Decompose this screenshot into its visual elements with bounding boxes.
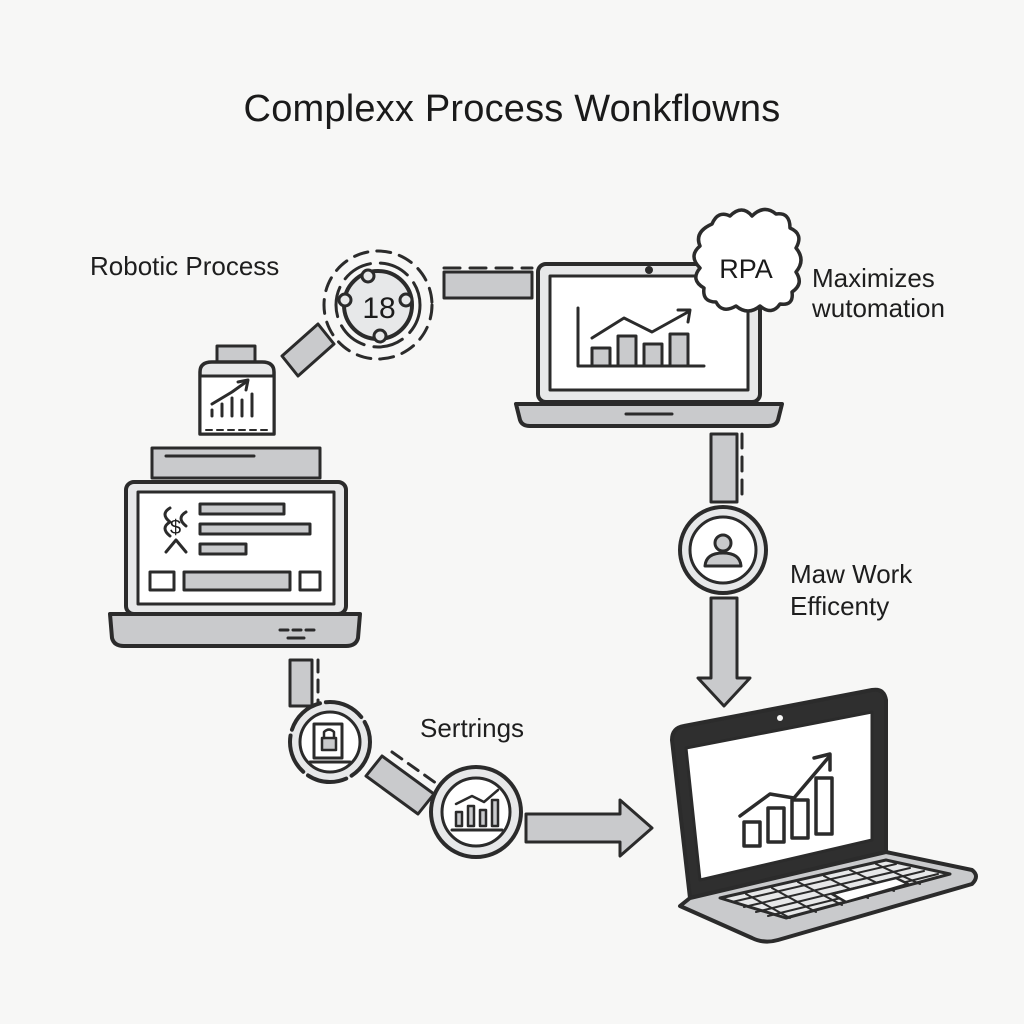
settings-label: Sertrings bbox=[420, 713, 525, 743]
printer-icon bbox=[150, 344, 322, 480]
hub-number-label: 18 bbox=[362, 292, 395, 325]
lock-document-icon bbox=[288, 700, 372, 784]
bar-chart-icon bbox=[429, 765, 523, 859]
arrow-icon bbox=[524, 798, 654, 858]
maximizes-label-line2: wutomation bbox=[812, 293, 945, 323]
rpa-label: RPA bbox=[719, 254, 773, 284]
connector-hub-to-top-laptop bbox=[442, 266, 534, 300]
robotic-process-label: Robotic Process bbox=[90, 251, 280, 281]
maximizes-label-line1: Maximizes bbox=[812, 263, 935, 293]
diagram-title: Complexx Process Wonkflowns bbox=[243, 88, 781, 130]
puzzle-gear-icon bbox=[692, 207, 803, 313]
user-icon bbox=[678, 505, 768, 595]
svg-text:$: $ bbox=[170, 517, 181, 539]
bar-chart-icon bbox=[576, 306, 706, 368]
connector-lock-to-chart bbox=[364, 750, 442, 816]
connector-printer-to-hub bbox=[280, 322, 336, 378]
connector-top-laptop-to-user bbox=[709, 432, 744, 504]
maw-work-label-line1: Maw Work bbox=[790, 559, 913, 589]
robot-network-icon bbox=[322, 249, 434, 361]
bar-chart-icon bbox=[738, 752, 834, 848]
connector-left-laptop-to-lock bbox=[288, 658, 320, 708]
form-icon: $ bbox=[148, 502, 322, 592]
maw-work-label-line2: Efficenty bbox=[790, 591, 890, 621]
arrow-icon bbox=[696, 596, 752, 708]
